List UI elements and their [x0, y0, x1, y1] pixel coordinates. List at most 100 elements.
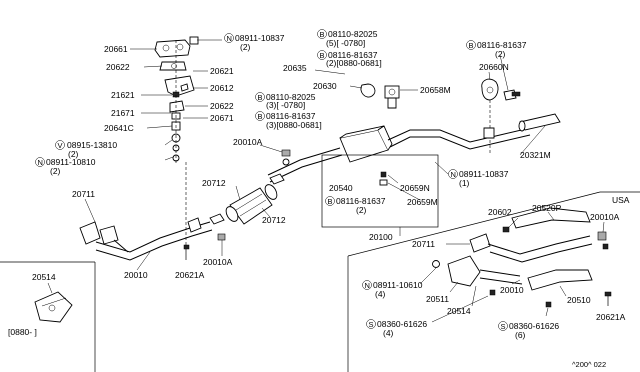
joint-20010A-top — [281, 149, 291, 166]
callout-v08915-13810: V 08915-13810 (2) — [55, 140, 117, 159]
tail-pipe-assembly — [267, 113, 561, 183]
svg-text:(2)[0880-0681]: (2)[0880-0681] — [326, 58, 382, 68]
label-20712-b: 20712 — [262, 215, 286, 225]
svg-text:(2): (2) — [68, 149, 79, 159]
svg-text:08116-81637: 08116-81637 — [328, 50, 378, 60]
label-20514-b: 20514 — [447, 306, 471, 316]
label-20010A-b: 20010A — [203, 257, 233, 267]
label-20514: 20514 — [32, 272, 56, 282]
label-20712: 20712 — [202, 178, 226, 188]
callout-b08116-81637-right: B 08116-81637 (2) — [466, 40, 527, 59]
usa-label: USA — [612, 195, 630, 205]
callout-n08911-10837: N 08911-10837 (2) — [224, 33, 285, 52]
svg-text:N: N — [451, 170, 456, 179]
svg-text:08110-82025: 08110-82025 — [266, 92, 316, 102]
label-20510: 20510 — [567, 295, 591, 305]
label-20520P: 20520P — [532, 203, 562, 213]
inset-20514 — [0, 261, 96, 372]
svg-text:08915-13810: 08915-13810 — [67, 140, 117, 150]
svg-text:08911-10610: 08911-10610 — [373, 280, 423, 290]
bolt-20010A-b — [217, 233, 226, 241]
svg-text:(2): (2) — [495, 49, 506, 59]
callout-b08116-81637-top: B 08116-81637 (2)[0880-0681] — [317, 50, 382, 68]
label-20621A: 20621A — [175, 270, 205, 280]
svg-text:B: B — [258, 93, 263, 102]
svg-text:V: V — [58, 141, 63, 150]
label-21621: 21621 — [111, 90, 135, 100]
svg-text:S: S — [501, 322, 506, 331]
svg-text:08911-10810: 08911-10810 — [46, 157, 96, 167]
svg-text:B: B — [258, 112, 263, 121]
usa-bolts — [489, 289, 552, 308]
bolts-stack — [169, 91, 185, 162]
date-range-note: [0880- ] — [8, 327, 37, 337]
svg-text:08911-10837: 08911-10837 — [459, 169, 509, 179]
label-20711-b: 20711 — [412, 239, 435, 249]
label-20622: 20622 — [106, 62, 130, 72]
label-20010A: 20010A — [233, 137, 263, 147]
label-20100: 20100 — [369, 232, 393, 242]
diagram-code: ^200^ 022 — [572, 360, 606, 369]
callout-n08911-10837-mid: N 08911-10837 (1) — [448, 169, 509, 188]
svg-text:N: N — [227, 34, 232, 43]
svg-text:08360-61626: 08360-61626 — [509, 321, 559, 331]
svg-text:(2): (2) — [240, 42, 251, 52]
label-20630: 20630 — [313, 81, 337, 91]
label-20659M: 20659M — [407, 197, 438, 207]
svg-text:(1): (1) — [459, 178, 470, 188]
label-20622-b: 20622 — [210, 101, 234, 111]
svg-text:08116-81637: 08116-81637 — [266, 111, 316, 121]
callout-n08911-10810: N 08911-10810 (2) — [35, 157, 96, 176]
label-20010A-c: 20010A — [590, 212, 620, 222]
svg-text:(6): (6) — [515, 330, 526, 340]
usa-nut-20602 — [502, 226, 510, 233]
usa-bolt-20621A — [604, 291, 612, 306]
svg-text:08116-81637: 08116-81637 — [336, 196, 386, 206]
callout-b08110-82025-top: B 08110-82025 (5)[ -0780] — [317, 29, 378, 48]
callout-b08110-82025-mid: B 08110-82025 (3)[ -0780] — [255, 92, 316, 110]
svg-text:B: B — [469, 41, 474, 50]
label-20621: 20621 — [210, 66, 234, 76]
hanger-20612 — [164, 75, 195, 97]
label-20321M: 20321M — [520, 150, 551, 160]
label-20635: 20635 — [283, 63, 307, 73]
svg-text:(3)[ -0780]: (3)[ -0780] — [266, 100, 305, 110]
rubber-ring-20622 — [159, 61, 187, 71]
label-20010-b: 20010 — [500, 285, 524, 295]
label-20659N: 20659N — [400, 183, 430, 193]
label-20711: 20711 — [72, 189, 95, 199]
svg-text:08116-81637: 08116-81637 — [477, 40, 527, 50]
svg-text:N: N — [365, 281, 370, 290]
svg-text:(2): (2) — [356, 205, 367, 215]
callout-b08116-81637-low: B 08116-81637 (2) — [325, 196, 386, 215]
label-20658M: 20658M — [420, 85, 451, 95]
bolt-20621A — [183, 244, 190, 260]
label-20602: 20602 — [488, 207, 512, 217]
callout-n08911-10610: N 08911-10610 (4) — [362, 280, 423, 299]
front-pipe-20010 — [79, 217, 213, 261]
svg-text:B: B — [328, 197, 333, 206]
svg-text:08911-10837: 08911-10837 — [235, 33, 285, 43]
svg-text:N: N — [38, 158, 43, 167]
nut-20659N — [379, 171, 388, 186]
usa-nut-20511 — [432, 260, 440, 268]
hanger-bracket-20661 — [154, 36, 199, 58]
usa-pipe-assembly — [447, 207, 609, 291]
callout-s08360-61626-b: S 08360-61626 (6) — [498, 321, 559, 340]
svg-text:B: B — [320, 51, 325, 60]
label-20511: 20511 — [426, 294, 449, 304]
usa-inset-frame — [347, 191, 640, 372]
label-20540: 20540 — [329, 183, 353, 193]
label-20641C: 20641C — [104, 123, 134, 133]
muffler-group-box — [321, 154, 439, 228]
hanger-20660N — [481, 78, 521, 101]
clamp-20630 — [360, 83, 400, 109]
callout-s08360-61626-a: S 08360-61626 (4) — [366, 319, 427, 338]
svg-text:B: B — [320, 30, 325, 39]
leaders-left — [130, 39, 222, 161]
svg-text:(4): (4) — [383, 328, 394, 338]
label-21671: 21671 — [111, 108, 135, 118]
svg-text:(4): (4) — [375, 289, 386, 299]
